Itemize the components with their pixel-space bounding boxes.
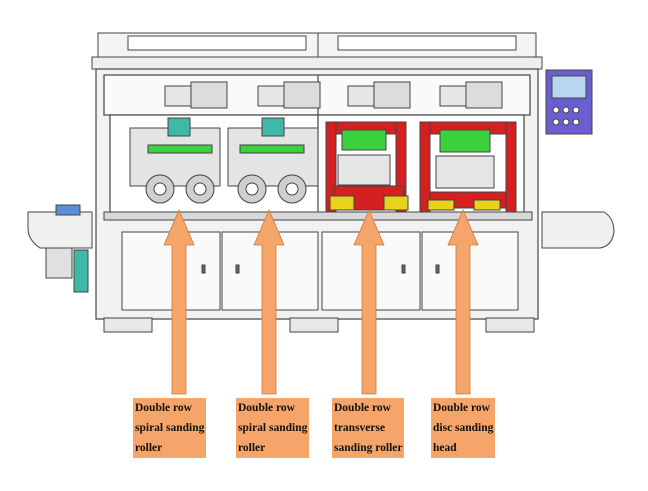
label-line: spiral sanding [238, 422, 308, 434]
label-line: Double row [238, 402, 295, 414]
label-line: Double row [433, 402, 490, 414]
label-line: spiral sanding [135, 422, 205, 434]
label-line: sanding roller [334, 442, 403, 454]
label-line: transverse [334, 422, 386, 434]
label-line: disc sanding [433, 422, 494, 434]
top-cover [91, 32, 543, 70]
spiral-roller-units [129, 117, 319, 204]
label-line: roller [238, 442, 266, 454]
side-tables [27, 204, 615, 293]
label-spiral-roller-1: Double row spiral sanding roller [133, 398, 207, 458]
pointer-arrows [163, 208, 479, 395]
label-line: Double row [135, 402, 192, 414]
label-line: Double row [334, 402, 391, 414]
disc-head-unit [419, 121, 517, 213]
label-transverse-roller: Double row transverse sanding roller [332, 398, 405, 458]
motors [164, 81, 503, 109]
arrow-1 [163, 208, 195, 395]
arrow-2 [253, 208, 285, 395]
label-line: roller [135, 442, 163, 454]
label-spiral-roller-2: Double row spiral sanding roller [236, 398, 310, 458]
label-disc-head: Double row disc sanding head [431, 398, 496, 458]
control-panel [545, 69, 593, 135]
transverse-roller-unit [325, 121, 409, 213]
arrow-3 [353, 208, 385, 395]
machine-feet [103, 317, 535, 333]
arrow-4 [447, 208, 479, 395]
label-line: head [433, 442, 457, 454]
conveyor-beam [103, 211, 533, 221]
